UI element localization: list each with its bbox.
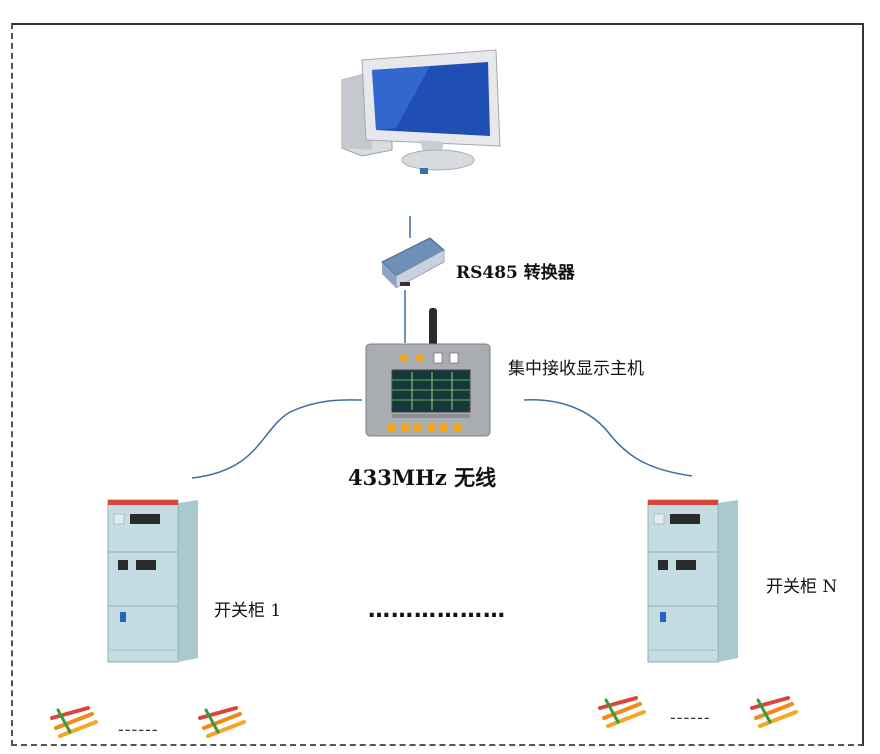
sensor-group-left-1-icon bbox=[50, 706, 98, 738]
wireless-label: 433MHz 无线 bbox=[348, 465, 497, 490]
wireless-link-left bbox=[191, 399, 363, 479]
sensor-group-right-1-icon bbox=[598, 696, 646, 728]
switchgear-n-icon bbox=[647, 499, 738, 663]
sensor-ellipsis-right: ------ bbox=[670, 708, 711, 727]
host-device-icon bbox=[365, 308, 491, 437]
switchgear-1-icon bbox=[107, 499, 198, 663]
rs485-converter-icon bbox=[381, 237, 445, 289]
diagram-frame bbox=[11, 23, 864, 746]
converter-label: RS485 转换器 bbox=[456, 263, 575, 283]
switchgear-n-label: 开关柜 N bbox=[766, 577, 838, 597]
wireless-link-right bbox=[523, 399, 693, 477]
computer-icon bbox=[341, 49, 501, 174]
switchgear-1-label: 开关柜 1 bbox=[214, 601, 282, 621]
sensor-group-left-2-icon bbox=[198, 706, 246, 738]
sensor-group-right-2-icon bbox=[750, 696, 798, 728]
cabinet-ellipsis: ……………… bbox=[368, 598, 506, 623]
host-label: 集中接收显示主机 bbox=[508, 359, 644, 379]
sensor-ellipsis-left: ------ bbox=[118, 720, 159, 739]
